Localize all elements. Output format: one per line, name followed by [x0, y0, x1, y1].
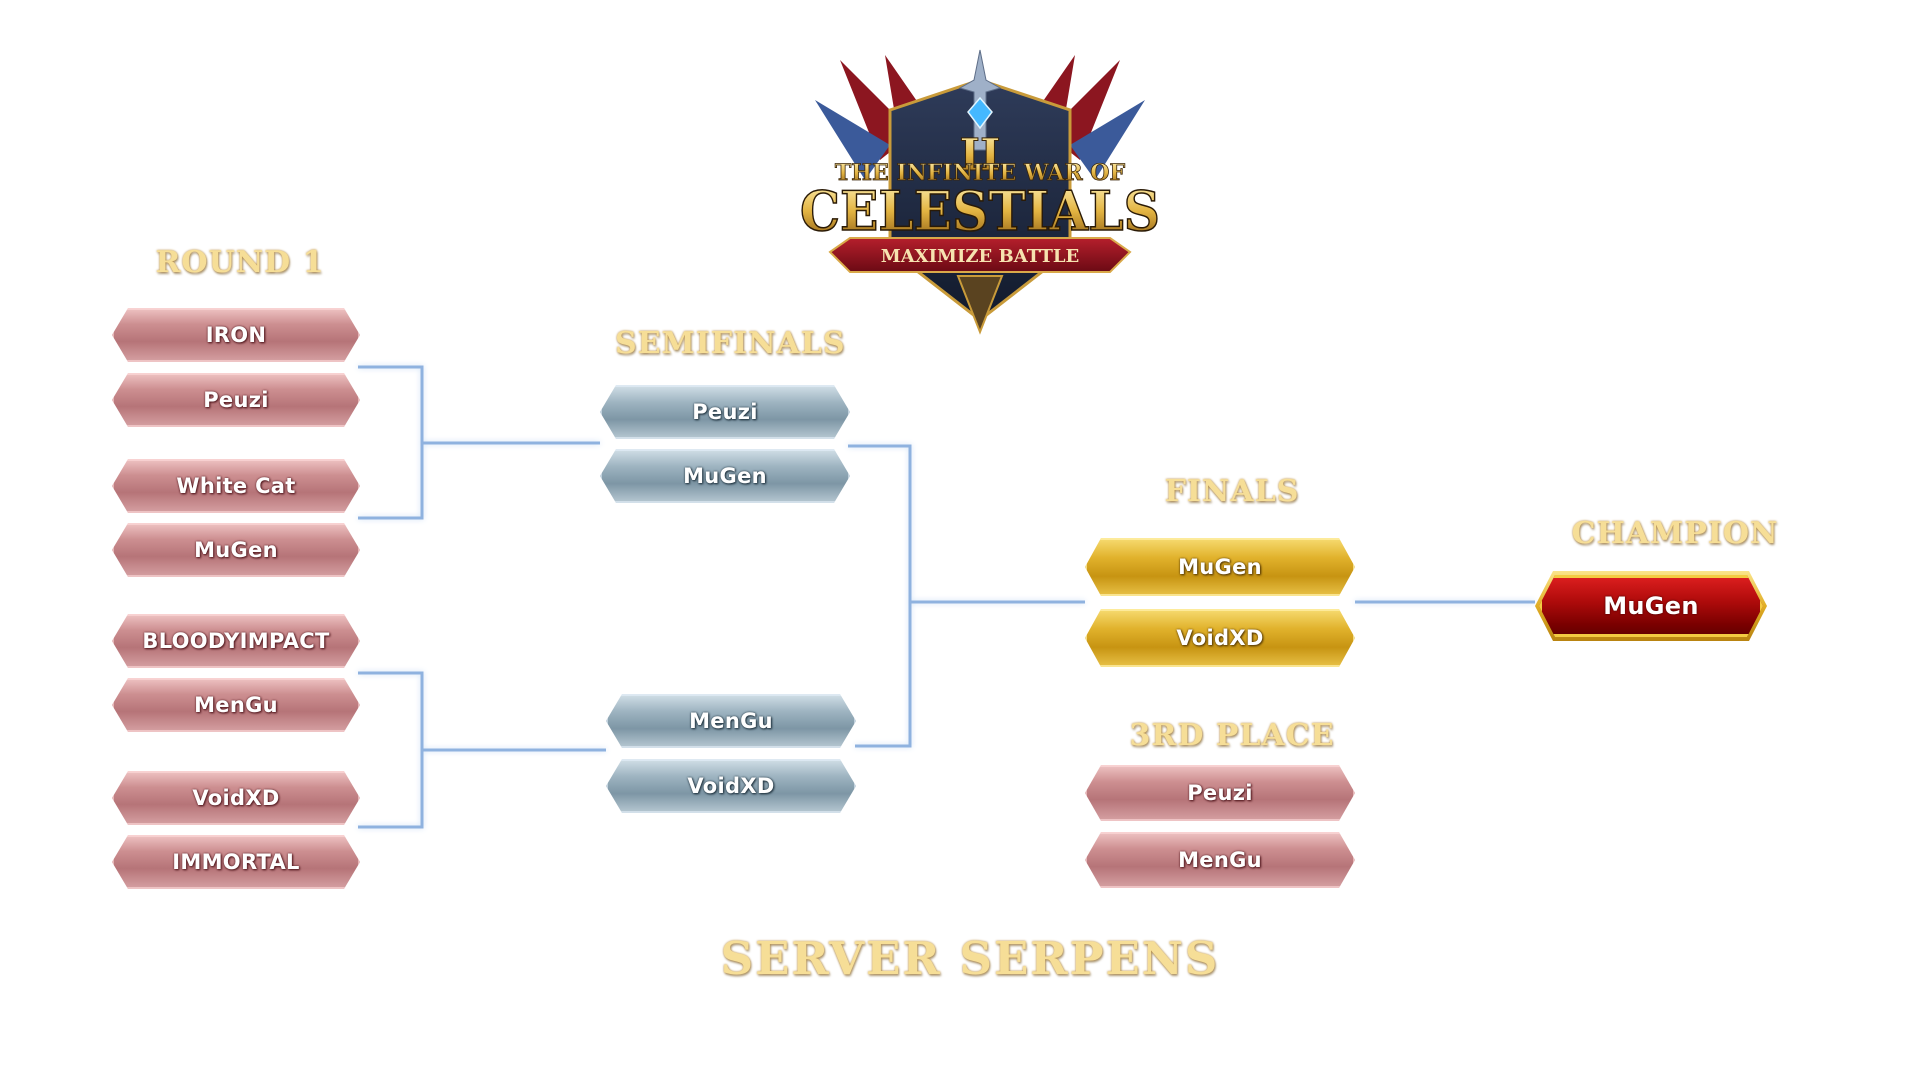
round1-slot-6: MenGu	[112, 678, 360, 732]
semifinal-slot-4: VoidXD	[606, 759, 856, 813]
third-place-slot-2: MenGu	[1085, 832, 1355, 888]
third-place-heading: 3RD PLACE	[1129, 718, 1335, 753]
logo-numeral: II	[959, 130, 1000, 181]
semifinal-slot-1: Peuzi	[600, 385, 850, 439]
connector-r1-bottom-to-semi	[358, 671, 606, 829]
game-logo: II THE INFINITE WAR OF CELESTIALS MAXIMI…	[799, 49, 1161, 335]
round1-slot-8: IMMORTAL	[112, 835, 360, 889]
champion-heading: CHAMPION	[1571, 516, 1779, 551]
semifinals-heading: SEMIFINALS	[615, 326, 846, 361]
semifinal-slot-3: MenGu	[606, 694, 856, 748]
logo-bottom-point	[956, 275, 1004, 335]
connector-r1-top-to-semi	[358, 365, 600, 520]
round1-slot-2: Peuzi	[112, 373, 360, 427]
third-place-slot-1: Peuzi	[1085, 765, 1355, 821]
champion-slot: MuGen	[1539, 575, 1763, 637]
round1-slot-3: White Cat	[112, 459, 360, 513]
finals-heading: FINALS	[1164, 474, 1300, 509]
semifinal-slot-2: MuGen	[600, 449, 850, 503]
final-slot-2: VoidXD	[1085, 609, 1355, 667]
round1-slot-4: MuGen	[112, 523, 360, 577]
round1-heading: ROUND 1	[155, 245, 325, 280]
crystal-icon	[967, 96, 993, 130]
logo-line1: THE INFINITE WAR OF	[835, 160, 1126, 186]
server-title: SERVER SERPENS	[720, 932, 1220, 985]
final-slot-1: MuGen	[1085, 538, 1355, 596]
round1-slot-5: BLOODYIMPACT	[112, 614, 360, 668]
connector-semis-to-finals	[848, 444, 1085, 748]
logo-banner	[828, 237, 1132, 273]
round1-slot-7: VoidXD	[112, 771, 360, 825]
round1-slot-1: IRON	[112, 308, 360, 362]
logo-line2: CELESTIALS	[800, 179, 1160, 243]
logo-banner-text: MAXIMIZE BATTLE	[881, 246, 1079, 267]
